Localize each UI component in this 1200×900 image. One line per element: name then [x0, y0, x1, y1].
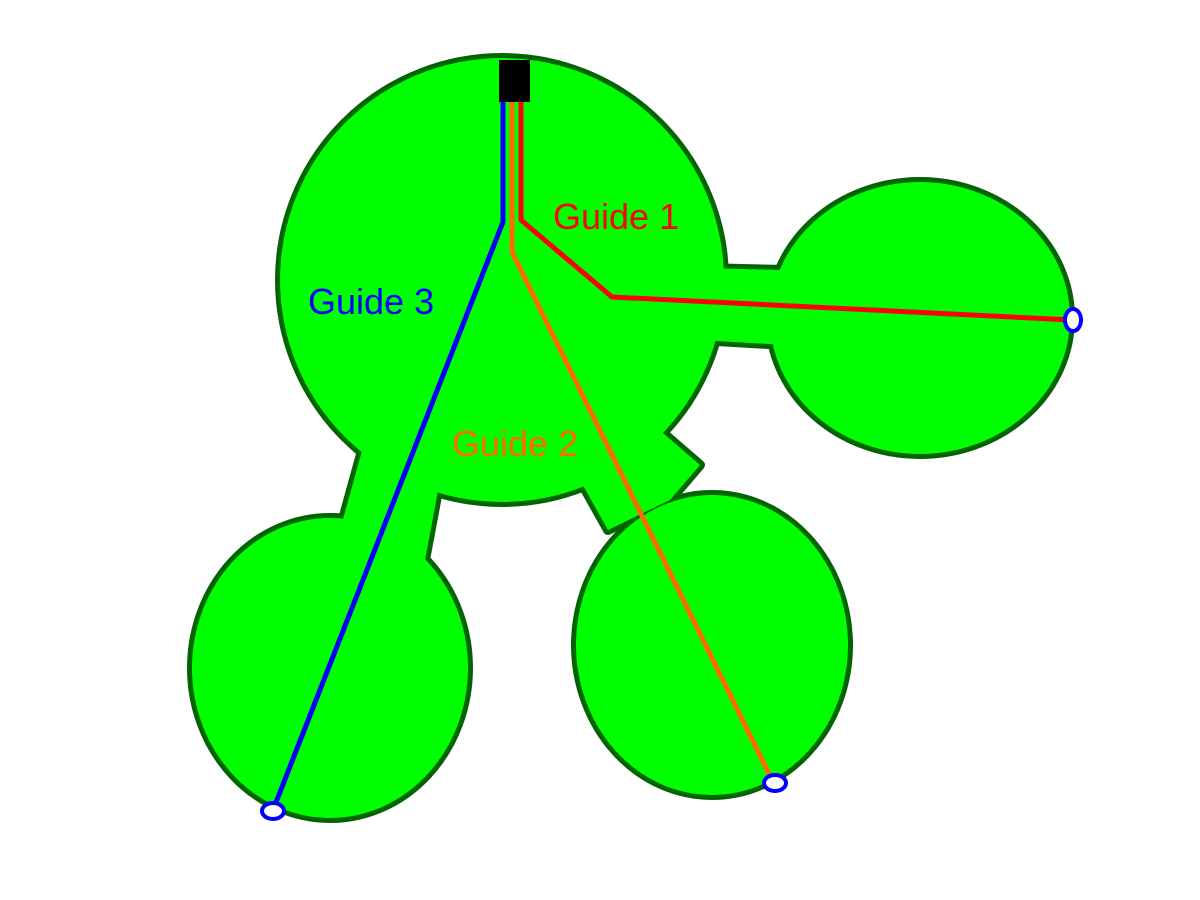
- guide-3-path: [270, 100, 506, 811]
- guide-2-path: [509, 100, 777, 786]
- guide-1-path: [518, 100, 1073, 323]
- guide-2-label: Guide 2: [452, 423, 578, 464]
- guide-1-label: Guide 1: [553, 196, 679, 237]
- guide-3-label: Guide 3: [308, 281, 434, 322]
- guide-2-endpoint-marker: [762, 773, 788, 793]
- region-shape: [187, 53, 1075, 823]
- source-block: [499, 60, 530, 102]
- guide-3-endpoint-marker: [260, 801, 286, 821]
- guide-1-endpoint-marker: [1063, 307, 1083, 333]
- endpoint-markers: [260, 307, 1083, 821]
